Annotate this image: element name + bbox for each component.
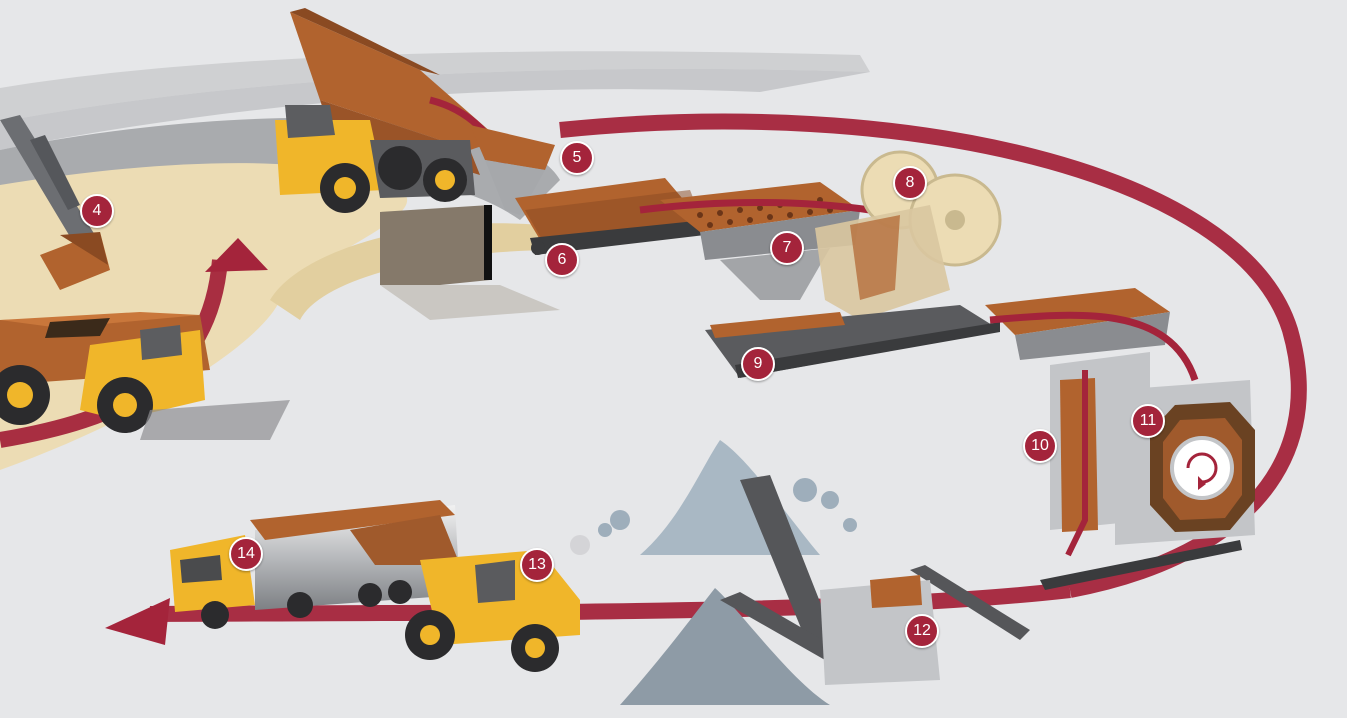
final-screening-plant [720, 475, 1030, 685]
excavator [0, 115, 110, 290]
step-marker-5: 5 [560, 141, 594, 175]
tipping-dump-truck [275, 8, 500, 213]
step-marker-9: 9 [741, 347, 775, 381]
screen-flow-arrow [639, 199, 871, 214]
bottom-conveyor [1040, 540, 1242, 590]
step-marker-8: 8 [893, 166, 927, 200]
flow-arrowhead-up [205, 238, 268, 272]
stockpiles [598, 440, 857, 705]
step-marker-12: 12 [905, 614, 939, 648]
step-marker-14: 14 [229, 537, 263, 571]
haul-truck-left [0, 312, 290, 440]
step-marker-6: 6 [545, 243, 579, 277]
step-marker-11: 11 [1131, 404, 1165, 438]
jaw-crusher [815, 150, 1002, 320]
step-marker-4: 4 [80, 194, 114, 228]
step-marker-13: 13 [520, 548, 554, 582]
transfer-conveyor [705, 305, 1000, 378]
step-marker-7: 7 [770, 231, 804, 265]
secondary-flow-arrow [989, 311, 1199, 382]
impact-crusher [1115, 380, 1255, 545]
step-marker-10: 10 [1023, 429, 1057, 463]
pit-wall [380, 205, 560, 320]
flow-arrowhead-left [105, 598, 170, 645]
chute-flow-arrow [1065, 370, 1088, 557]
